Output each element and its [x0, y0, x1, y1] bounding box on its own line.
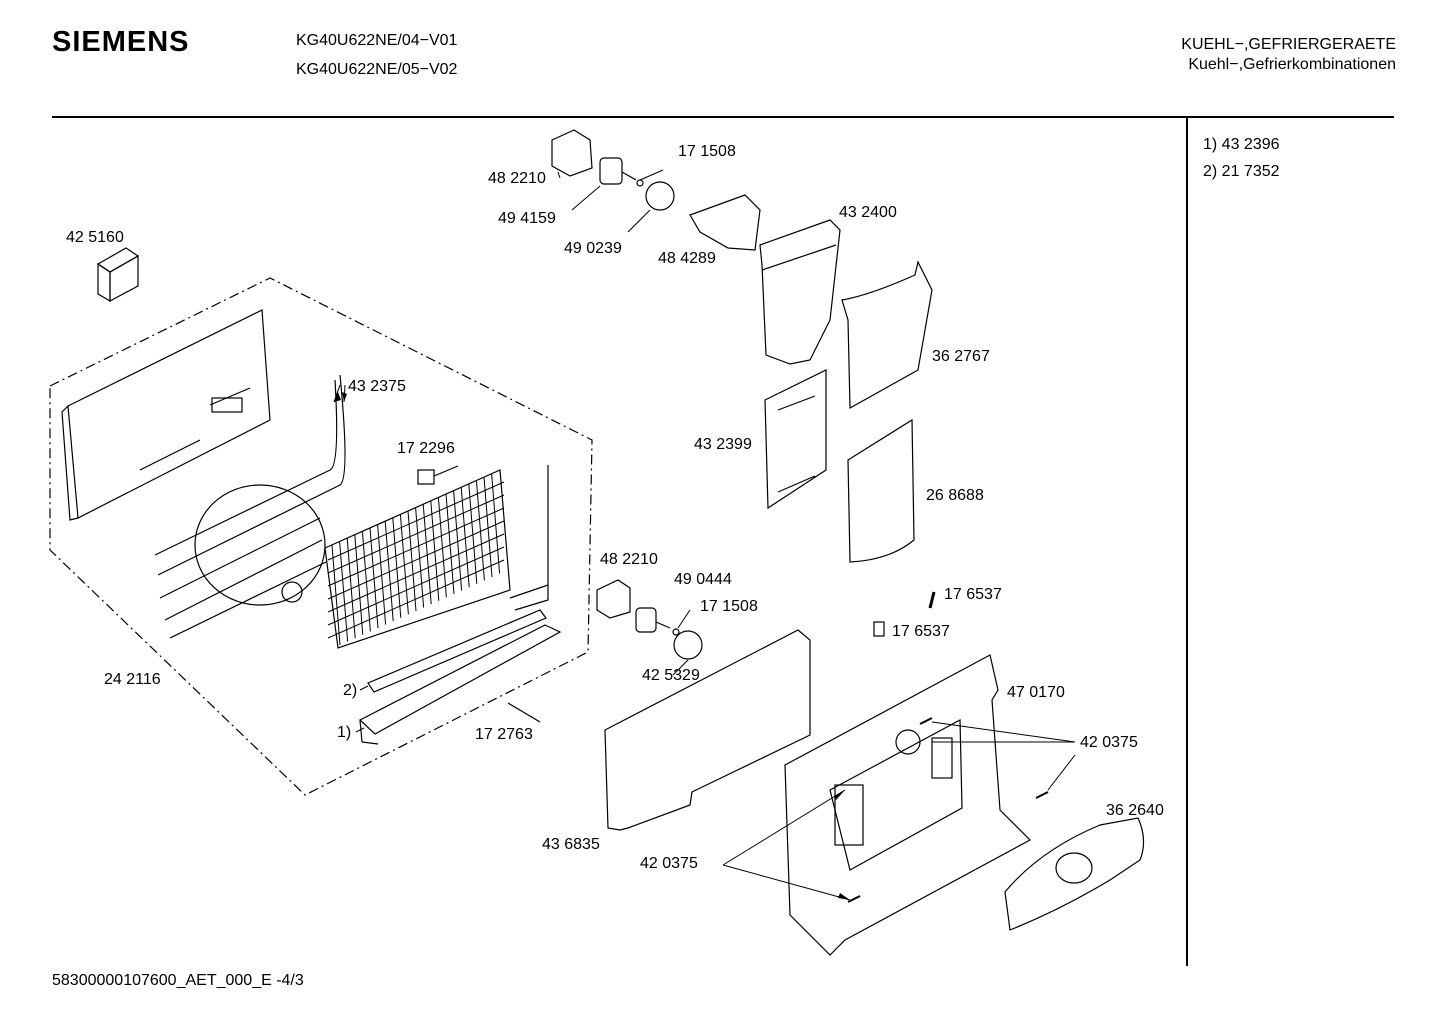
evaporator-fin — [475, 480, 485, 581]
label-part-490444: 49 0444 — [674, 571, 732, 588]
evaporator-fin — [377, 524, 387, 625]
note-2: 2) 21 7352 — [1203, 163, 1280, 180]
label-part-436835: 43 6835 — [542, 836, 600, 853]
label-part-432400: 43 2400 — [839, 204, 897, 221]
note-1: 1) 43 2396 — [1203, 136, 1280, 153]
leader-arrowheads — [334, 392, 850, 900]
part-finned-evaporator — [324, 465, 549, 649]
label-ref-1: 1) — [337, 724, 352, 741]
label-part-242116: 24 2116 — [104, 671, 161, 688]
part-drip-tray-1 — [358, 624, 562, 745]
label-part-484289: 48 4289 — [658, 250, 716, 267]
category-subtitle: Kuehl−,Gefrierkombinationen — [1188, 56, 1396, 73]
model-number-2: KG40U622NE/05−V02 — [296, 61, 458, 78]
evaporator-fin — [437, 497, 447, 598]
brand-logo: SIEMENS — [52, 26, 190, 58]
evaporator-tube-row — [327, 494, 505, 574]
document-code: 58300000107600_AET_000_E -4/3 — [52, 972, 304, 989]
label-part-490239: 49 0239 — [564, 240, 622, 257]
label-part-470170: 47 0170 — [1007, 684, 1065, 701]
label-part-482210-top: 48 2210 — [488, 170, 546, 187]
part-evaporator-tubes — [154, 374, 346, 639]
label-part-482210-mid: 48 2210 — [600, 551, 658, 568]
label-part-171508-mid: 17 1508 — [700, 598, 758, 615]
label-part-425329: 42 5329 — [642, 667, 700, 684]
part-436835-board — [604, 629, 811, 831]
part-490239-fan — [645, 181, 675, 211]
part-432400-cover — [759, 219, 841, 365]
part-268688-panel — [847, 418, 915, 563]
evaporator-fin — [361, 531, 371, 632]
label-part-171508-top: 17 1508 — [678, 143, 736, 160]
assembly-outline — [49, 277, 593, 796]
part-362767-cover — [841, 260, 933, 410]
evaporator-tube-row — [327, 481, 505, 561]
label-part-420375-right: 42 0375 — [1080, 734, 1138, 751]
evaporator-fin — [453, 490, 463, 591]
header-divider — [52, 116, 1394, 118]
label-part-172296: 17 2296 — [397, 440, 455, 457]
evaporator-fin — [407, 510, 417, 612]
label-part-432375: 43 2375 — [348, 378, 406, 395]
evaporator-fin — [369, 527, 379, 629]
label-part-268688: 26 8688 — [926, 487, 984, 504]
part-420375-screws — [847, 717, 1049, 903]
evaporator-tube-row — [327, 546, 505, 626]
part-172296-sensor — [417, 465, 459, 485]
part-470170-housing — [784, 654, 1031, 956]
part-482210-bracket-mid — [596, 579, 631, 619]
label-part-362767: 36 2767 — [932, 348, 990, 365]
part-rear-panel — [61, 309, 271, 521]
label-part-425160: 42 5160 — [66, 229, 124, 246]
part-176537-clip-a — [928, 591, 936, 609]
evaporator-fin — [430, 500, 440, 601]
evaporator-fin — [415, 507, 425, 608]
part-432399-panel — [764, 369, 827, 510]
part-176537-clip-b — [873, 621, 885, 637]
label-part-176537-b: 17 6537 — [892, 623, 950, 640]
part-490444-motor — [635, 607, 671, 633]
label-part-420375-bottom: 42 0375 — [640, 855, 698, 872]
label-part-176537-a: 17 6537 — [944, 586, 1002, 603]
part-425329-fan — [673, 630, 703, 660]
part-425160-box — [96, 247, 140, 303]
part-484289-bracket — [689, 194, 761, 251]
evaporator-fin — [468, 483, 478, 584]
label-part-494159: 49 4159 — [498, 210, 556, 227]
label-part-172763: 17 2763 — [475, 726, 533, 743]
leader-lines — [333, 169, 1076, 901]
evaporator-fin — [384, 521, 394, 622]
part-494159-motor — [599, 157, 637, 185]
evaporator-fin — [399, 514, 409, 615]
evaporator-tube-row — [327, 533, 505, 613]
label-part-432399: 43 2399 — [694, 436, 752, 453]
evaporator-fin — [354, 534, 364, 635]
part-drip-tray-2 — [367, 609, 547, 693]
category-title: KUEHL−,GEFRIERGERAETE — [1181, 36, 1396, 53]
evaporator-fin — [445, 493, 455, 595]
part-171508-washer — [636, 179, 644, 187]
part-172763-pin — [507, 702, 541, 723]
evaporator-tube-row — [327, 559, 505, 639]
label-ref-2: 2) — [343, 682, 358, 699]
evaporator-fin — [483, 476, 493, 578]
model-number-1: KG40U622NE/04−V01 — [296, 32, 458, 49]
label-part-362640: 36 2640 — [1106, 802, 1164, 819]
evaporator-fin — [460, 487, 470, 588]
evaporator-fin — [422, 504, 432, 605]
evaporator-fin — [491, 473, 501, 574]
evaporator-tube-row — [327, 507, 505, 587]
evaporator-tube-row — [327, 520, 505, 600]
notes-divider — [1186, 118, 1188, 966]
part-171508-washer-mid — [672, 628, 680, 636]
part-482210-bracket-top — [551, 129, 593, 177]
evaporator-fin — [392, 517, 402, 618]
part-362640-cover — [1004, 817, 1145, 931]
